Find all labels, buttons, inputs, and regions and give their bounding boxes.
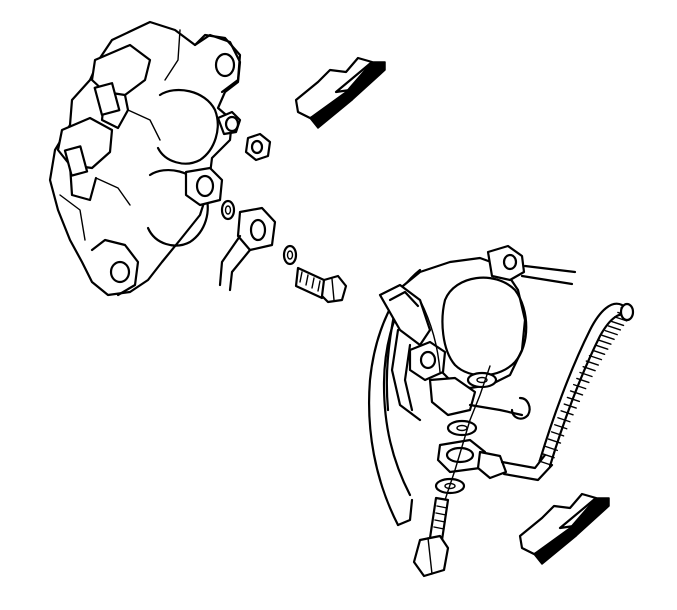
- cable-coil-segment: [598, 339, 612, 345]
- cable-coil-segment: [538, 460, 552, 466]
- cable-coil-segment: [585, 360, 600, 366]
- cable-coil-segment: [582, 366, 596, 372]
- cable-coil-segment: [588, 354, 603, 361]
- cable-coil-segment: [557, 417, 571, 423]
- cable-coil-segment: [595, 344, 609, 350]
- knuckle-mounted-caliper: [367, 244, 577, 527]
- cable-coil-segment: [547, 438, 562, 444]
- copper-washer-lower-1: [466, 371, 498, 389]
- cable-coil-segment: [604, 329, 618, 336]
- cable-coil-segment: [579, 371, 593, 378]
- cable-coil-segment: [554, 424, 568, 430]
- cable-coil-segment: [566, 396, 581, 403]
- copper-washer-lower-2: [446, 419, 478, 437]
- cable-coil-segment: [591, 349, 606, 356]
- cable-coil-segment: [563, 403, 577, 409]
- alignment-line: [444, 365, 491, 501]
- cable-coil-segment: [572, 383, 587, 390]
- cable-coil-segment: [550, 431, 565, 437]
- cable-coil-segment: [607, 325, 622, 331]
- caliper-bleeder-valve: [216, 110, 272, 162]
- direction-arrow-lower: [518, 492, 610, 565]
- cable-coil-segment: [541, 452, 555, 459]
- cable-coil-segment: [610, 320, 625, 327]
- cable-coil-segment: [569, 390, 584, 396]
- brake-hose-bolt-upper: [294, 266, 348, 304]
- parking-brake-cable: [538, 302, 635, 468]
- cable-coil-segment: [576, 377, 590, 384]
- caliper-assembly: [48, 20, 242, 297]
- direction-arrow-upper: [294, 56, 386, 129]
- cable-coil-segment: [544, 445, 559, 452]
- cable-coil-segment: [560, 410, 574, 416]
- copper-washer-upper-1: [220, 199, 236, 221]
- brake-hose-fitting-upper: [218, 206, 277, 292]
- cable-coil-segment: [601, 334, 615, 341]
- brake-hose-bolt-lower: [412, 496, 450, 578]
- copper-washer-upper-2: [282, 244, 298, 266]
- brake-hose-fitting-lower: [436, 438, 554, 482]
